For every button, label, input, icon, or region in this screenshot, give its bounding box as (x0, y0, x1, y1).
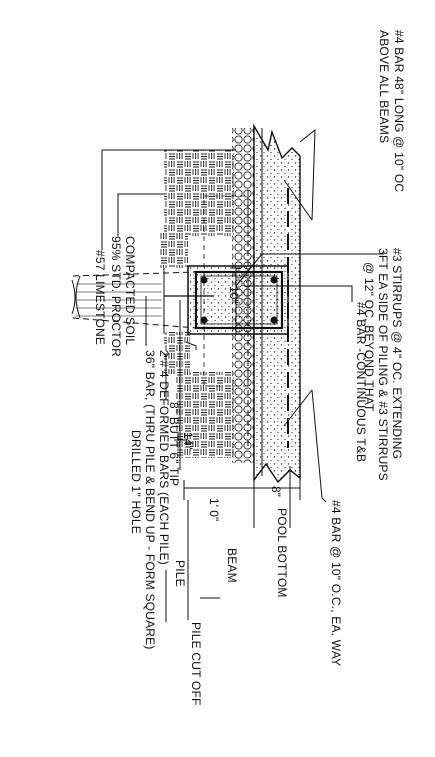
deformed-bars-line2: 36" BAR, (THRU PILE & BEND UP - FORM SQU… (143, 350, 157, 650)
note-bar-each-way: #4 BAR @ 10" O.C., EA. WAY (329, 500, 343, 666)
deformed-bars-line1: 2 # 4 DEFORMED BARS (EACH PILE) (157, 350, 171, 565)
note-bar-48: #4 BAR 48" LONG @ 10" OC ABOVE ALL BEAMS (377, 30, 406, 192)
note-deformed-bars: 2 # 4 DEFORMED BARS (EACH PILE) 36" BAR,… (129, 350, 171, 650)
note-pile-cut-off: PILE CUT OFF (189, 622, 203, 706)
soil-line2: 95% STD. PROCTOR (109, 236, 123, 357)
note-pile-size: 8" BUTT 6" TIP (167, 402, 181, 486)
bar-48-line1: #4 BAR 48" LONG @ 10" OC (392, 30, 406, 192)
bar-48-line2: ABOVE ALL BEAMS (377, 30, 391, 143)
note-soil: COMPACTED SOIL 95% STD. PROCTOR (109, 236, 137, 357)
stirrups-line3: @ 12" OC, BEYOND THAT (362, 262, 376, 412)
dim-8-in: 8" (269, 486, 283, 497)
note-bar-continuous: #4 BAR -CONTINUOUS T&B (354, 302, 368, 462)
dim-14-in: 14" (181, 432, 195, 450)
dimension-lines (165, 267, 301, 622)
dim-10-in: 10" (227, 286, 241, 304)
note-beam: BEAM (225, 548, 239, 583)
note-pile: PILE (173, 560, 187, 587)
note-pool-bottom: POOL BOTTOM (275, 508, 289, 598)
beam-stirrup (194, 195, 284, 387)
stirrups-line2: 3FT EA SIDE OF PILING & #3 STIRRUPS (376, 248, 390, 481)
dim-1-ft: 1' 0" (207, 498, 221, 521)
deformed-bars-line3: DRILLED 1" HOLE (129, 430, 143, 534)
note-limestone: #57 LIMESTONE (93, 250, 107, 345)
stirrups-line1: #3 STIRRUPS @ 4" OC. EXTENDING (390, 248, 404, 459)
leader-lines (101, 128, 384, 503)
compacted-soil-hatch (160, 150, 234, 458)
soil-line1: COMPACTED SOIL (123, 236, 137, 345)
note-stirrups: #3 STIRRUPS @ 4" OC. EXTENDING 3FT EA SI… (362, 248, 404, 481)
pile (71, 268, 214, 334)
